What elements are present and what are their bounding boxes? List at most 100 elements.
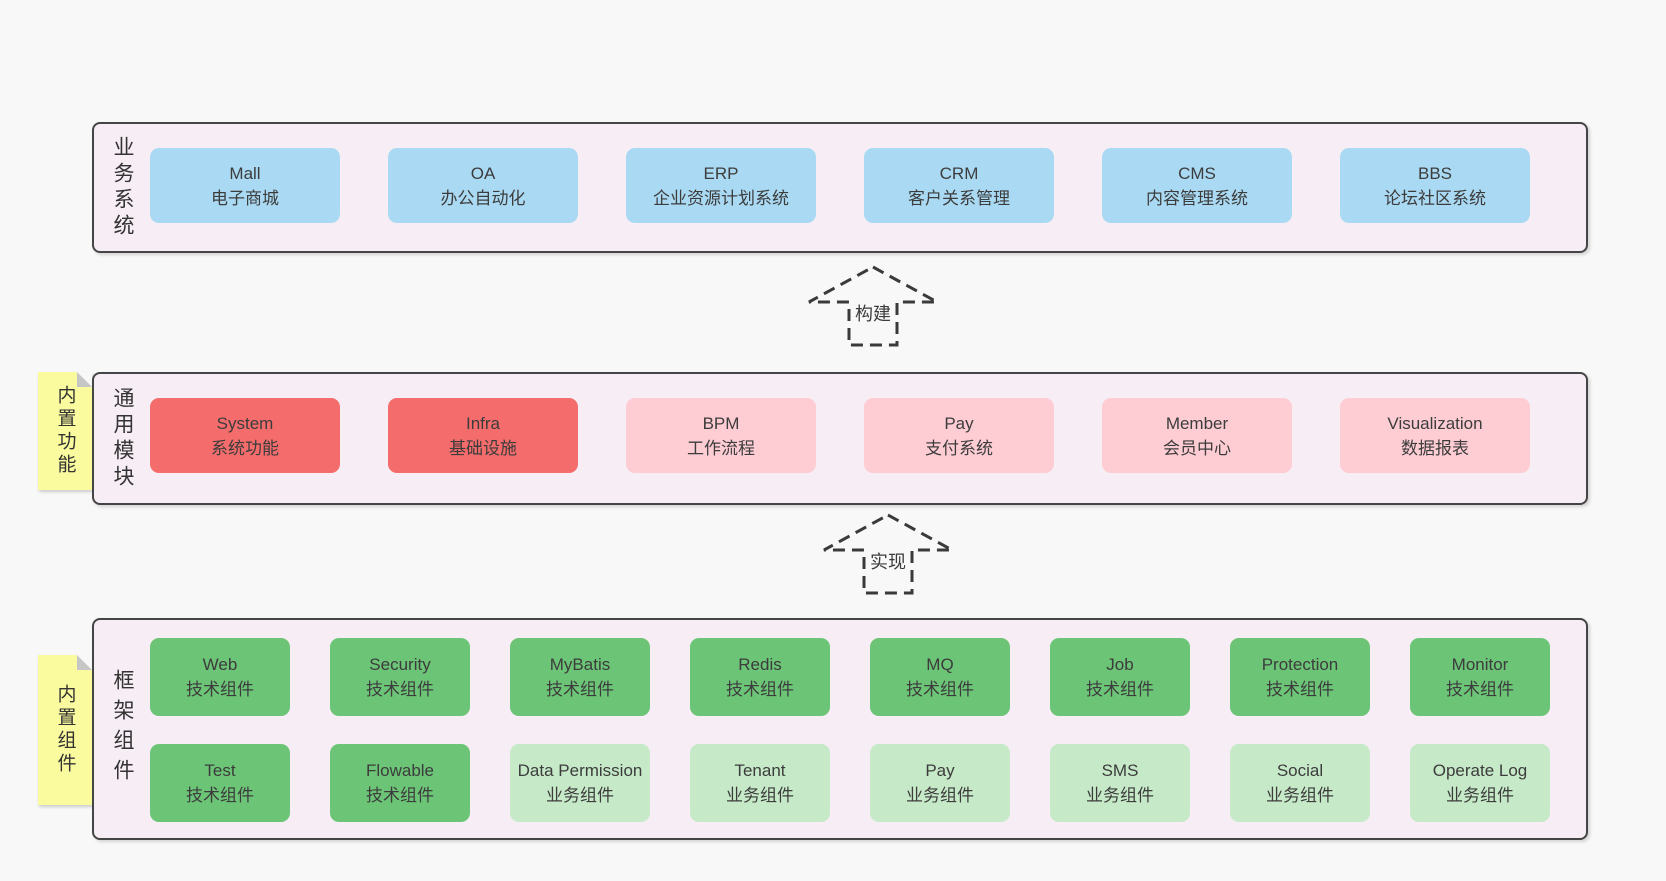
box-title: BPM: [702, 413, 740, 433]
box-subtitle: 数据报表: [1401, 438, 1469, 458]
box-title: Operate Log: [1432, 761, 1528, 780]
box-mall: Mall 电子商城: [150, 148, 340, 223]
dashed-up-arrow-icon: [808, 265, 938, 347]
box-web: Web 技术组件: [150, 638, 290, 716]
box-security: Security 技术组件: [330, 638, 470, 716]
box-subtitle: 企业资源计划系统: [653, 188, 789, 208]
layer-label: 框架组件: [111, 669, 134, 789]
box-title: OA: [470, 163, 496, 183]
box-title: Pay: [944, 413, 974, 433]
note-built-in-components: 内置组件: [38, 655, 92, 805]
box-subtitle: 业务组件: [906, 786, 974, 805]
box-protection: Protection 技术组件: [1230, 638, 1370, 716]
arrow-implement: 实现: [820, 512, 956, 596]
modules-row: System 系统功能 Infra 基础设施 BPM 工作流程 Pay 支付系统…: [150, 398, 1530, 473]
arrow-implement-label: 实现: [866, 548, 910, 574]
box-mq: MQ 技术组件: [870, 638, 1010, 716]
note-built-in-functions: 内置功能: [38, 372, 92, 490]
box-title: Visualization: [1387, 413, 1483, 433]
box-mybatis: MyBatis 技术组件: [510, 638, 650, 716]
box-title: Test: [204, 761, 236, 780]
box-title: Infra: [465, 413, 501, 433]
dashed-up-arrow-icon: [823, 513, 953, 595]
box-tenant: Tenant 业务组件: [690, 744, 830, 822]
box-subtitle: 技术组件: [366, 680, 434, 699]
box-title: Mall: [229, 163, 261, 183]
box-subtitle: 业务组件: [1446, 786, 1514, 805]
box-subtitle: 技术组件: [1446, 680, 1514, 699]
box-subtitle: 技术组件: [1086, 680, 1154, 699]
box-subtitle: 内容管理系统: [1146, 188, 1248, 208]
arrow-build-label: 构建: [851, 300, 895, 326]
box-subtitle: 业务组件: [1266, 786, 1334, 805]
box-subtitle: 会员中心: [1163, 438, 1231, 458]
box-subtitle: 客户关系管理: [908, 188, 1010, 208]
box-title: Job: [1106, 655, 1134, 674]
box-title: ERP: [703, 163, 739, 183]
box-sms: SMS 业务组件: [1050, 744, 1190, 822]
box-title: MyBatis: [549, 655, 611, 674]
box-bbs: BBS 论坛社区系统: [1340, 148, 1530, 223]
note-fold-corner-icon: [77, 372, 92, 387]
box-title: Pay: [925, 761, 955, 780]
box-title: Monitor: [1451, 655, 1509, 674]
box-member: Member 会员中心: [1102, 398, 1292, 473]
note-fold-corner-icon: [77, 655, 92, 670]
box-data-permission: Data Permission 业务组件: [510, 744, 650, 822]
layer-label: 业务系统: [111, 135, 134, 240]
box-subtitle: 业务组件: [726, 786, 794, 805]
box-cms: CMS 内容管理系统: [1102, 148, 1292, 223]
note-text: 内置功能: [54, 385, 76, 477]
box-title: Protection: [1261, 655, 1339, 674]
box-subtitle: 技术组件: [1266, 680, 1334, 699]
box-monitor: Monitor 技术组件: [1410, 638, 1550, 716]
box-title: BBS: [1417, 163, 1453, 183]
box-visualization: Visualization 数据报表: [1340, 398, 1530, 473]
box-title: Social: [1276, 761, 1324, 780]
box-title: Security: [369, 655, 431, 674]
layer-business-systems: 业务系统 Mall 电子商城 OA 办公自动化 ERP 企业资源计划系统 CRM…: [92, 122, 1588, 253]
box-subtitle: 支付系统: [925, 438, 993, 458]
layer-common-modules: 通用模块 System 系统功能 Infra 基础设施 BPM 工作流程 Pay…: [92, 372, 1588, 505]
box-oa: OA 办公自动化: [388, 148, 578, 223]
box-crm: CRM 客户关系管理: [864, 148, 1054, 223]
arrow-build: 构建: [805, 264, 941, 348]
box-title: System: [216, 413, 274, 433]
components-row-1: Web 技术组件 Security 技术组件 MyBatis 技术组件 Redi…: [150, 638, 1550, 716]
box-title: Redis: [738, 655, 782, 674]
box-subtitle: 技术组件: [186, 680, 254, 699]
box-subtitle: 办公自动化: [440, 188, 526, 208]
layer-framework-components: 框架组件 Web 技术组件 Security 技术组件 MyBatis 技术组件…: [92, 618, 1588, 840]
box-job: Job 技术组件: [1050, 638, 1190, 716]
box-title: Web: [202, 655, 238, 674]
box-subtitle: 业务组件: [546, 786, 614, 805]
box-pay-system: Pay 支付系统: [864, 398, 1054, 473]
box-operate-log: Operate Log 业务组件: [1410, 744, 1550, 822]
box-subtitle: 业务组件: [1086, 786, 1154, 805]
box-title: CRM: [939, 163, 979, 183]
box-title: SMS: [1101, 761, 1139, 780]
box-title: Tenant: [734, 761, 786, 780]
box-system: System 系统功能: [150, 398, 340, 473]
box-subtitle: 技术组件: [186, 786, 254, 805]
box-title: CMS: [1178, 163, 1216, 183]
box-title: Member: [1165, 413, 1229, 433]
box-subtitle: 技术组件: [906, 680, 974, 699]
box-test: Test 技术组件: [150, 744, 290, 822]
layer-label: 通用模块: [111, 386, 134, 491]
box-title: MQ: [926, 655, 954, 674]
box-subtitle: 系统功能: [211, 438, 279, 458]
box-subtitle: 技术组件: [726, 680, 794, 699]
box-subtitle: 基础设施: [449, 438, 517, 458]
box-subtitle: 电子商城: [211, 188, 279, 208]
box-bpm: BPM 工作流程: [626, 398, 816, 473]
box-pay-component: Pay 业务组件: [870, 744, 1010, 822]
business-row: Mall 电子商城 OA 办公自动化 ERP 企业资源计划系统 CRM 客户关系…: [150, 148, 1530, 223]
box-title: Flowable: [365, 761, 435, 780]
box-erp: ERP 企业资源计划系统: [626, 148, 816, 223]
box-flowable: Flowable 技术组件: [330, 744, 470, 822]
components-row-2: Test 技术组件 Flowable 技术组件 Data Permission …: [150, 744, 1550, 822]
box-title: Data Permission: [517, 761, 643, 780]
box-redis: Redis 技术组件: [690, 638, 830, 716]
box-subtitle: 工作流程: [687, 438, 755, 458]
